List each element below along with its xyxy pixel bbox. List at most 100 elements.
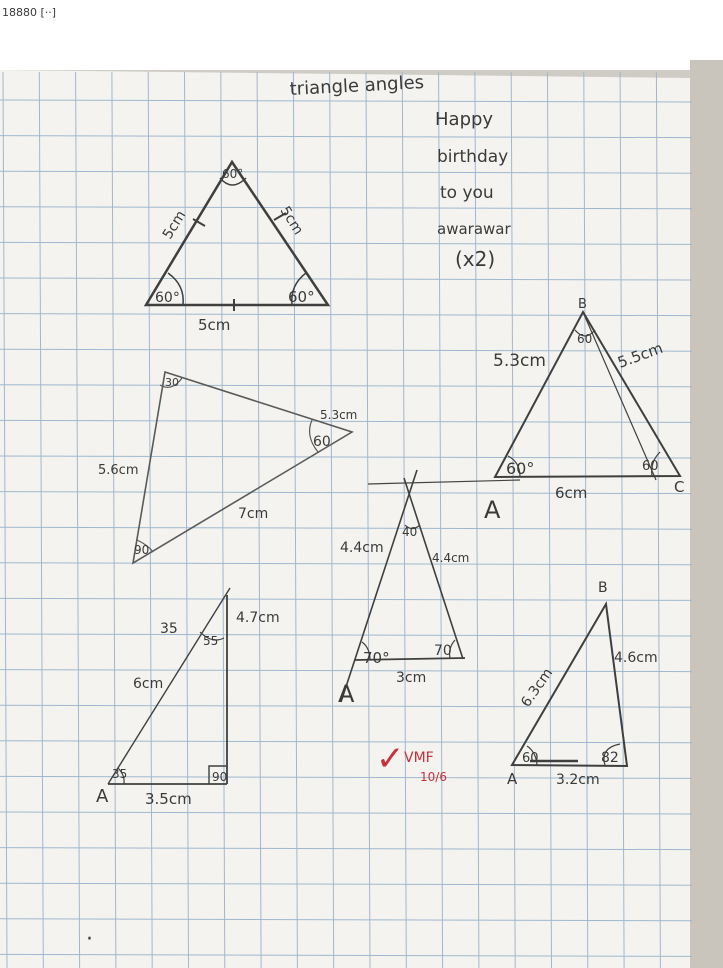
t2-base: 7cm (238, 506, 268, 522)
grid-line-vertical (220, 71, 226, 968)
triangle-right-5 (107, 587, 231, 785)
grid-line-horizontal (0, 348, 693, 352)
grid-line-vertical (147, 71, 153, 968)
angle-arc (507, 455, 521, 478)
t4-side-right: 4.4cm (432, 551, 469, 565)
t3-vertex-c: C (674, 478, 684, 496)
t4-angle-right: 70 (434, 643, 452, 659)
grid-line-vertical (365, 71, 371, 968)
t5-side-right: 4.7cm (236, 610, 280, 626)
t4-angle-left: 70° (363, 649, 390, 667)
triangle-equilateral-1 (143, 159, 331, 311)
grid-line-vertical (510, 71, 516, 968)
angle-arc (448, 639, 456, 659)
t6-vertex-b: B (598, 580, 608, 596)
angle-arc (199, 631, 225, 641)
grid-line-horizontal (0, 135, 693, 139)
t5-angle-left: 35 (112, 767, 127, 781)
grid-line-horizontal (0, 384, 693, 388)
grid-line-horizontal (0, 775, 693, 779)
t5-top-angle-label: 35 (160, 621, 178, 637)
grid-line-horizontal (0, 206, 693, 210)
grid-line-vertical (329, 71, 335, 968)
grid-line-horizontal (0, 455, 693, 459)
note-line-5: (x2) (455, 247, 495, 271)
t1-angle-right: 60° (288, 288, 315, 306)
angle-arc (526, 745, 538, 766)
triangle-1-outline (143, 159, 331, 307)
grid-line-horizontal (0, 277, 693, 281)
grid-line-vertical (619, 71, 625, 968)
t3-angle-left: 60° (506, 459, 534, 478)
grid-line-horizontal (0, 419, 693, 423)
tick-mark (192, 218, 206, 227)
t2-side-right: 5.3cm (320, 408, 357, 422)
grid-line-vertical (75, 71, 81, 968)
t5-side-left: 6cm (133, 676, 163, 692)
triangle-6 (510, 600, 629, 768)
t3-vertex-a: A (484, 496, 501, 524)
grid-line-horizontal (0, 170, 693, 174)
t5-angle-top: 55 (203, 634, 218, 648)
grid-line-horizontal (0, 313, 693, 317)
graph-grid (0, 71, 693, 968)
grid-line-vertical (184, 71, 189, 968)
construction-line (403, 477, 464, 660)
construction-line (340, 469, 418, 703)
angle-arc (159, 377, 183, 388)
angle-arc (136, 539, 154, 553)
score: 10/6 (420, 770, 447, 784)
angle-arc (404, 524, 421, 530)
t1-angle-top: 60° (222, 167, 243, 181)
angle-arc (574, 329, 596, 337)
t3-angle-top: 60 (577, 332, 592, 346)
note-line-1: Happy (435, 109, 493, 130)
note-line-4: awarawar (437, 220, 511, 238)
tick-mark (273, 212, 287, 221)
t6-angle-left: 60 (522, 751, 539, 766)
t4-vertex-a: A (338, 680, 355, 708)
graph-paper-sheet (0, 70, 700, 968)
grid-line-vertical (547, 71, 552, 968)
grid-line-vertical (438, 71, 444, 968)
t6-base: 3.2cm (556, 772, 600, 788)
teacher-mark: ✓ VMF 10/6 (376, 739, 447, 784)
t5-vertex-a: A (96, 786, 109, 807)
angle-arc (603, 743, 621, 766)
paper-top-margin (0, 0, 723, 70)
triangle-5-hypotenuse (107, 587, 231, 785)
marker-initials: VMF (404, 750, 434, 766)
header-scrap: 18880 [··] (2, 6, 56, 19)
t6-vertex-a: A (507, 770, 518, 788)
t2-angle-top: 30 (165, 376, 179, 389)
triangle-6-outline (510, 600, 629, 768)
t1-angle-left: 60° (155, 290, 180, 306)
grid-line-horizontal (0, 597, 693, 601)
t2-angle-right: 60 (313, 434, 331, 450)
grid-line-horizontal (0, 740, 693, 744)
grid-line-horizontal (0, 526, 693, 530)
t4-base: 3cm (396, 670, 426, 686)
t5-base: 3.5cm (145, 790, 192, 808)
check-mark: ✓ (376, 739, 405, 779)
grid-line-horizontal (0, 491, 693, 495)
grid-line-vertical (292, 71, 298, 968)
note-line-3: to you (440, 183, 494, 203)
t2-angle-bottom: 90 (134, 543, 149, 557)
grid-line-vertical (38, 71, 44, 968)
t3-angle-right: 60 (642, 459, 659, 474)
grid-line-horizontal (0, 704, 693, 708)
triangle-3-outline (493, 309, 682, 479)
grid-line-horizontal (0, 669, 693, 673)
bottom-dot: · (86, 927, 93, 952)
t6-angle-right: 82 (601, 750, 619, 766)
grid-line-horizontal (0, 562, 693, 566)
grid-line-vertical (401, 71, 407, 968)
angle-arc (361, 641, 371, 661)
t6-side-right: 4.6cm (614, 650, 658, 666)
angle-arc (651, 451, 661, 477)
triangle-equilateral-3 (367, 309, 682, 485)
grid-line-horizontal (0, 99, 693, 103)
grid-line-horizontal (0, 953, 693, 957)
